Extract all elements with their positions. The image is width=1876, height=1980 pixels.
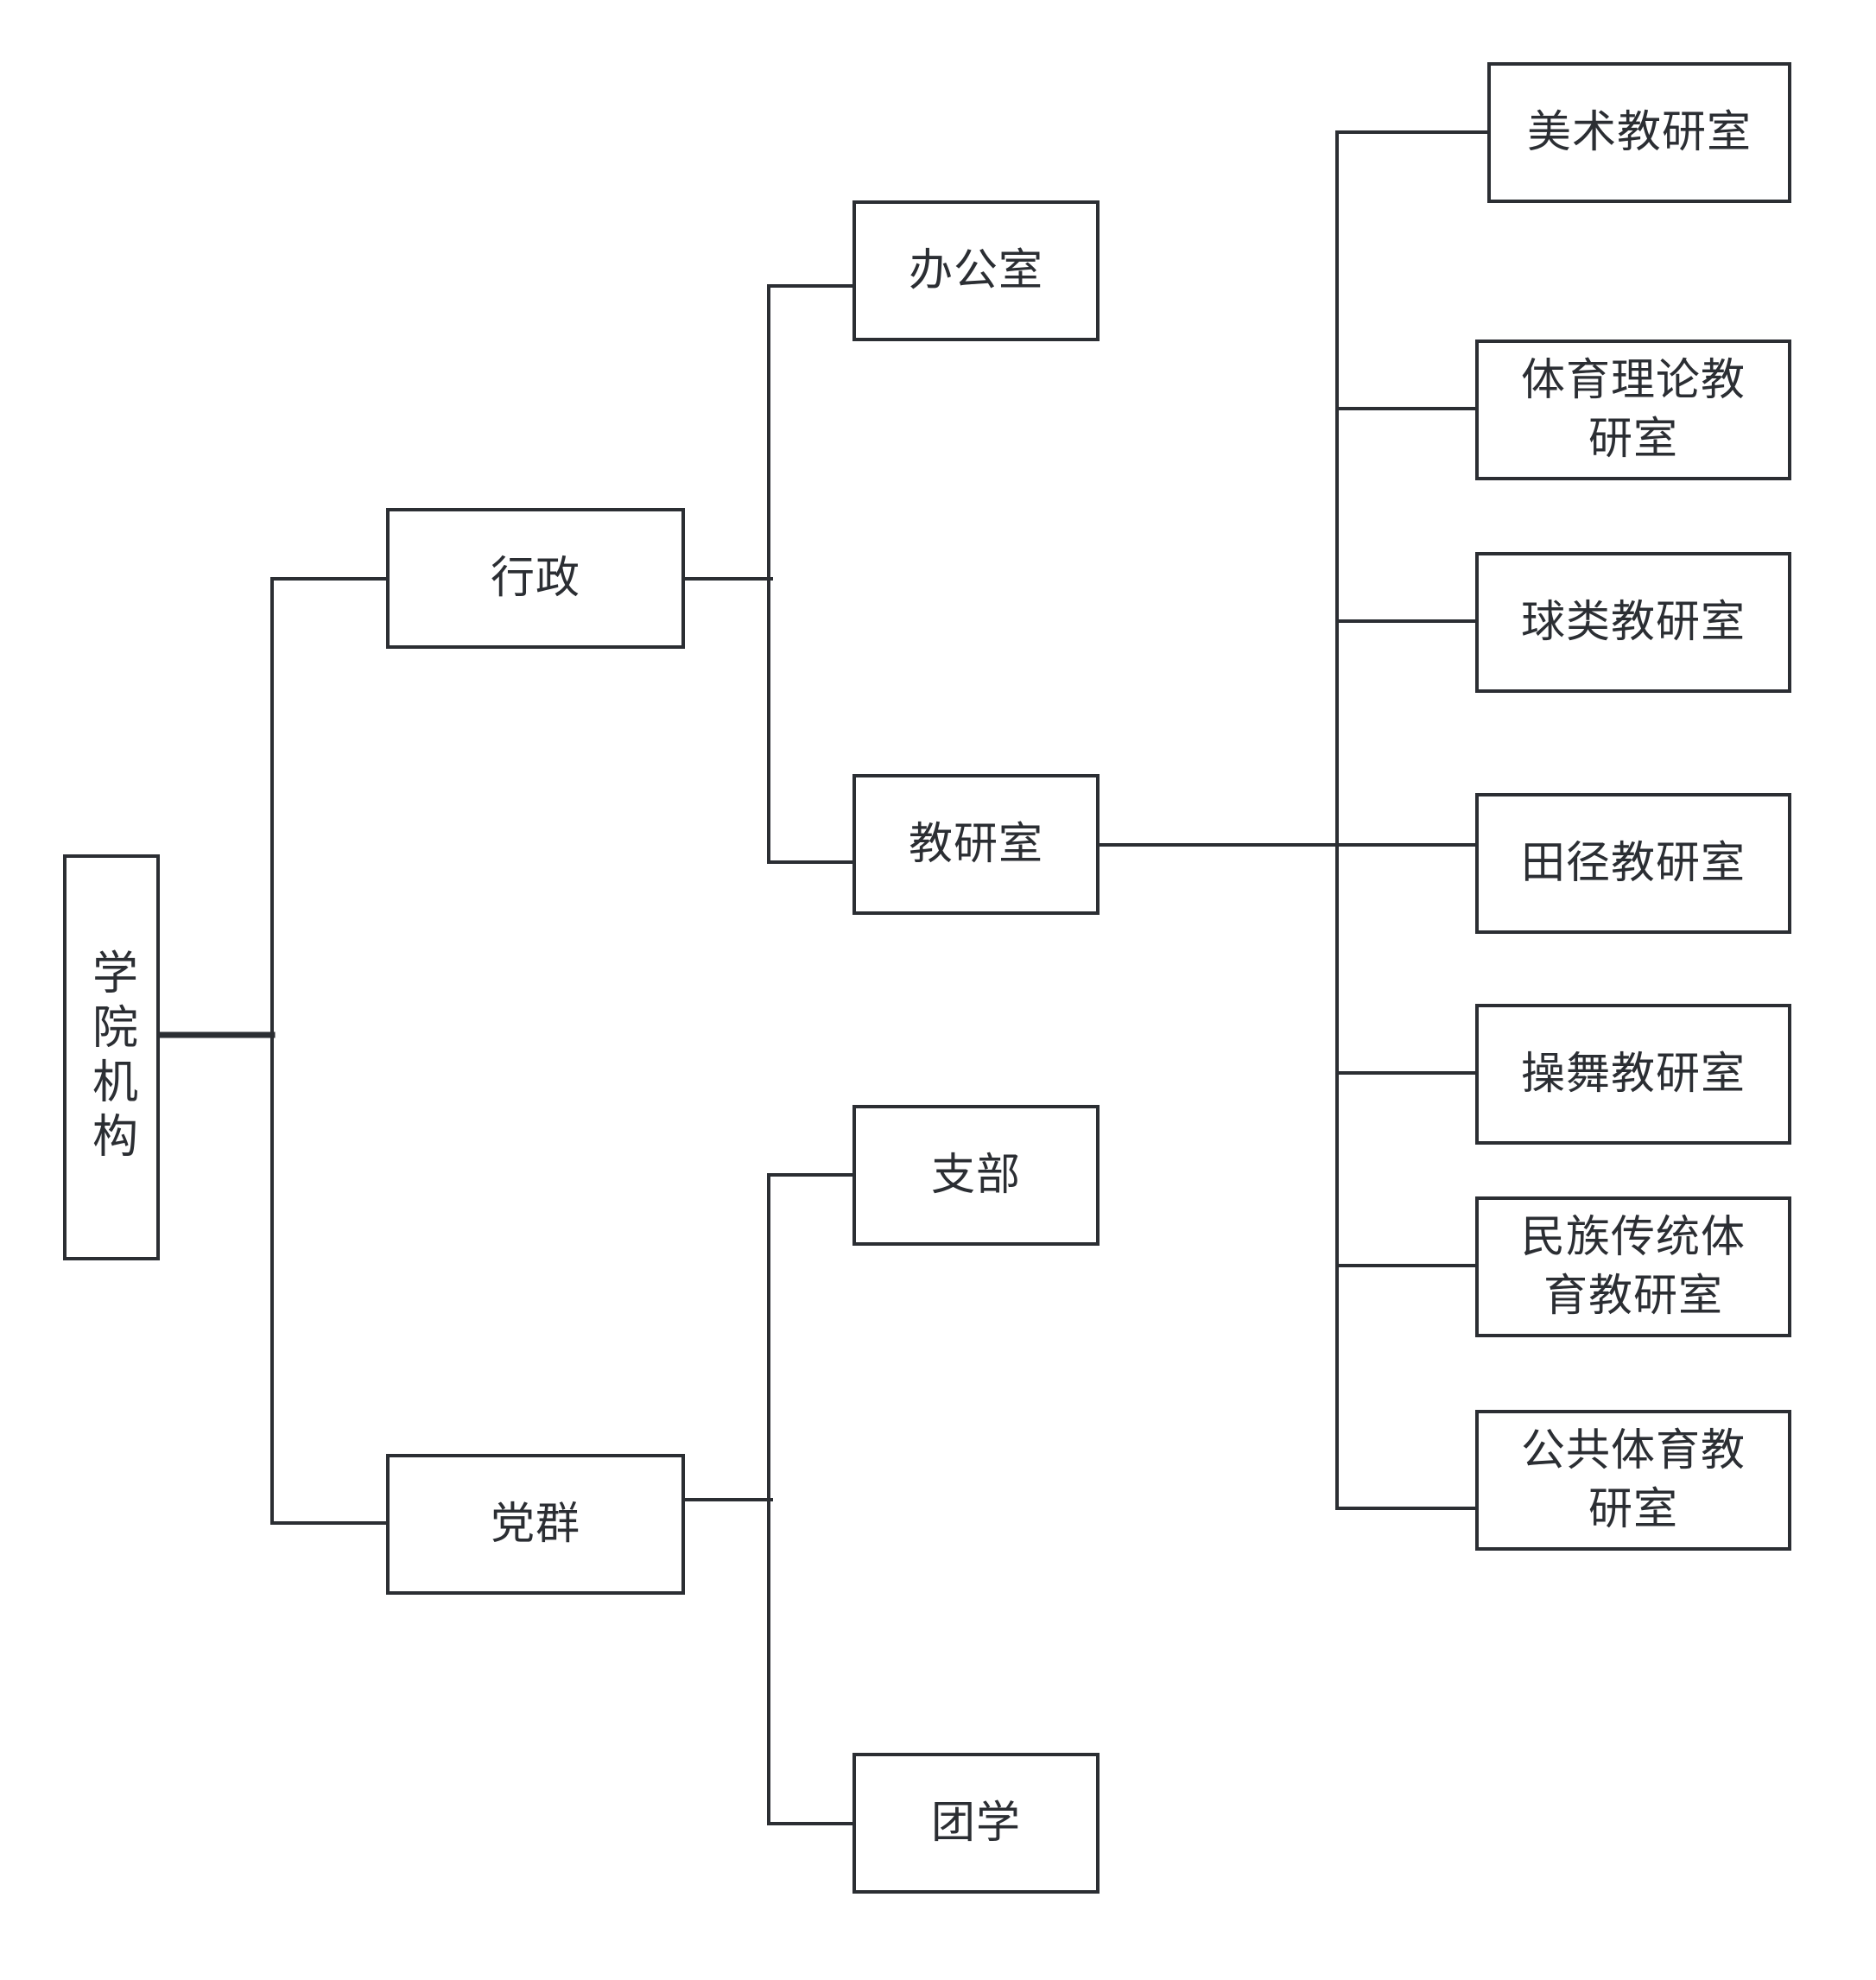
- node-label: 体育理论教研室: [1520, 355, 1746, 465]
- node-qiulei-jiaoyanshi: 球类教研室: [1475, 552, 1791, 693]
- node-dangqun: 党群: [386, 1454, 685, 1595]
- node-jiaoyanshi: 教研室: [852, 774, 1100, 915]
- node-label: 教研室: [908, 818, 1043, 870]
- node-label: 田径教研室: [1520, 837, 1746, 889]
- node-label: 球类教研室: [1520, 596, 1746, 648]
- node-tuanxue: 团学: [852, 1753, 1100, 1894]
- node-caowu-jiaoyanshi: 操舞教研室: [1475, 1004, 1791, 1145]
- node-label: 办公室: [908, 244, 1043, 296]
- node-label: 党群: [490, 1498, 580, 1550]
- node-label: 公共体育教研室: [1520, 1425, 1746, 1535]
- node-minzu-chuantong-tiyu-jiaoyanshi: 民族传统体育教研室: [1475, 1196, 1791, 1337]
- node-gonggong-tiyu-jiaoyanshi: 公共体育教研室: [1475, 1410, 1791, 1551]
- node-label: 行政: [490, 552, 580, 604]
- root-label: 学院机构: [85, 949, 138, 1166]
- node-xingzheng: 行政: [386, 508, 685, 649]
- node-label: 民族传统体育教研室: [1520, 1212, 1746, 1322]
- node-label: 美术教研室: [1526, 106, 1752, 158]
- node-label: 团学: [930, 1797, 1021, 1849]
- node-bangongshi: 办公室: [852, 200, 1100, 341]
- node-label: 支部: [930, 1149, 1021, 1201]
- node-tianjing-jiaoyanshi: 田径教研室: [1475, 793, 1791, 934]
- node-tiyu-lilun-jiaoyanshi: 体育理论教研室: [1475, 340, 1791, 480]
- root-node: 学院机构: [63, 854, 160, 1260]
- node-zhibu: 支部: [852, 1105, 1100, 1246]
- node-label: 操舞教研室: [1520, 1048, 1746, 1100]
- node-meishu-jiaoyanshi: 美术教研室: [1487, 62, 1791, 203]
